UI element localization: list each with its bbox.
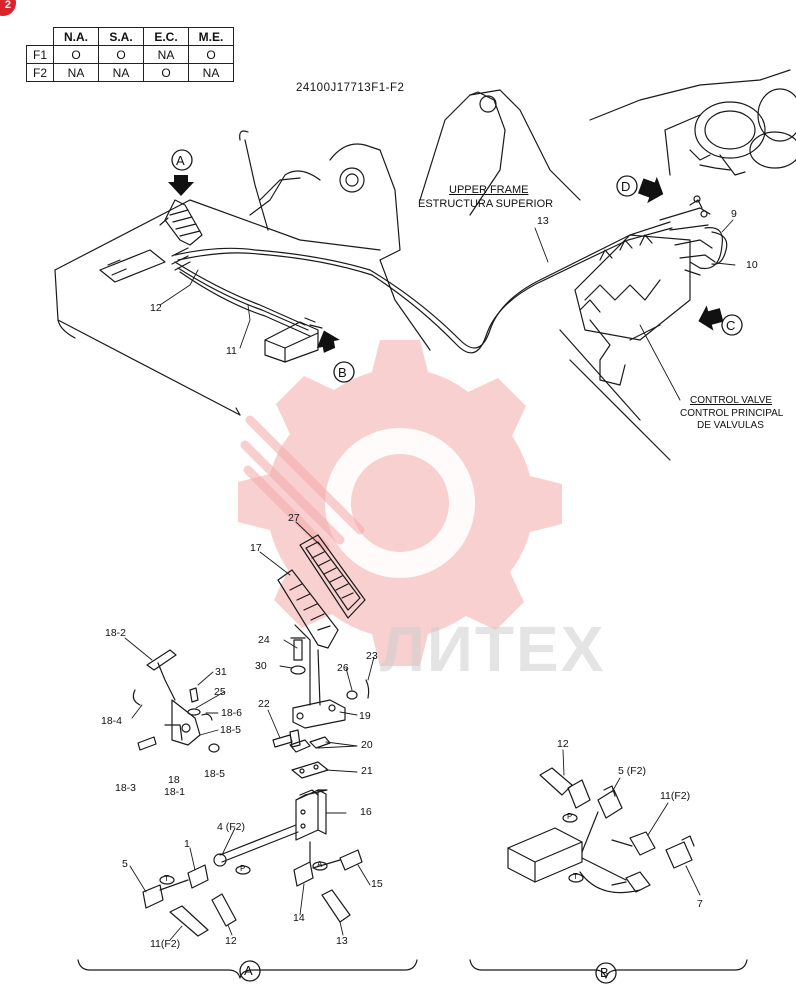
link-assembly-18 [132, 649, 220, 753]
control-valve-label-es-2: DE VALVULAS [697, 420, 764, 431]
section-label-b: B [600, 965, 609, 980]
engine-block [689, 88, 796, 176]
part-number: 12 [225, 935, 237, 947]
row-label: F1 [26, 45, 54, 64]
pedal-assembly [277, 534, 366, 706]
port-mark-t: T [164, 874, 169, 883]
part-number: 25 [214, 686, 226, 698]
part-number: 7 [697, 898, 703, 910]
part-number: 22 [258, 698, 270, 710]
port-mark-p: P [240, 864, 246, 873]
section-bracket-b [469, 959, 748, 979]
pedal-bracket-19 [292, 699, 346, 729]
callout-c: C [726, 318, 736, 333]
part-number: 31 [215, 666, 227, 678]
upper-frame-outline [54, 69, 791, 461]
part-number: 5 (F2) [618, 765, 647, 777]
part-number: 18-3 [115, 782, 137, 794]
part-number: 1 [184, 838, 190, 850]
table-row: F1 O O NA O [26, 45, 234, 64]
callout-d: D [621, 179, 631, 194]
leaders-a [124, 521, 375, 941]
watermark-stripes-icon [240, 415, 365, 552]
part-number: 12 [557, 738, 569, 750]
callout-circles [171, 149, 743, 984]
port-marks-b [562, 813, 584, 883]
part-number: 24 [258, 634, 270, 646]
pedal-overview [159, 199, 203, 246]
part-number: 18-4 [101, 715, 123, 727]
part-number: 12 [150, 302, 162, 314]
row-label: F2 [26, 63, 54, 82]
part-number: 11(F2) [150, 938, 181, 950]
applicability-table: N.A. S.A. E.C. M.E. F1 O O NA O F2 NA NA… [26, 27, 234, 82]
port-mark-a: A [317, 860, 323, 869]
part-number: 21 [361, 765, 373, 777]
part-number: 19 [359, 710, 371, 722]
callout-a: A [176, 153, 185, 168]
fittings-right [659, 195, 728, 276]
part-number: 18-6 [221, 707, 243, 719]
part-number: 27 [288, 512, 300, 524]
control-valve-label: CONTROL VALVE [690, 395, 773, 406]
drawing-code: 24100J17713F1-F2 [296, 82, 405, 94]
port-marks-a [159, 861, 328, 885]
table-cell: NA [143, 45, 189, 64]
part-number: 14 [293, 912, 305, 924]
part-number: 11(F2) [660, 790, 691, 802]
table-header: M.E. [188, 27, 234, 46]
part-number: 18-5 [220, 724, 242, 736]
pilot-hoses [171, 221, 673, 354]
page-badge: 2 [0, 0, 16, 16]
small-parts-a [272, 637, 370, 779]
callout-arrows [168, 175, 724, 353]
upper-frame-label: UPPER FRAME [449, 184, 529, 196]
part-number: 20 [361, 739, 373, 751]
callout-b: B [338, 365, 347, 380]
port-mark-t: T [573, 872, 578, 881]
part-number: 15 [371, 878, 383, 890]
watermark-gear-icon [238, 340, 562, 666]
section-label-a: A [244, 963, 253, 978]
part-number: 13 [336, 935, 348, 947]
table-header: E.C. [143, 27, 189, 46]
section-bracket-a [77, 959, 418, 979]
table-header: S.A. [98, 27, 144, 46]
part-number: 18-5 [204, 768, 226, 780]
part-number: 23 [366, 650, 378, 662]
detail-b-parts [507, 767, 695, 894]
part-number: 13 [537, 215, 549, 227]
watermark-text: ЛИТЕХ [380, 613, 606, 685]
part-number: 11 [226, 345, 237, 357]
part-number: 10 [746, 259, 758, 271]
part-number: 5 [122, 858, 128, 870]
valve-block-16 [295, 789, 328, 841]
hoses-a [169, 889, 351, 937]
part-number: 18-1 [164, 786, 186, 798]
leaders-b [562, 749, 701, 896]
overview-leaders [159, 219, 736, 401]
part-number: 17 [250, 542, 262, 554]
valve-block-overview [264, 317, 323, 363]
port-mark-p: P [567, 812, 573, 821]
tube-4 [213, 824, 299, 867]
part-number: 30 [255, 660, 267, 672]
table-row: F2 NA NA O NA [26, 63, 234, 82]
part-number: 26 [337, 662, 349, 674]
part-number: 18-2 [105, 627, 127, 639]
fittings-a [142, 841, 363, 909]
table-cell: NA [188, 63, 234, 82]
part-number: 16 [360, 806, 372, 818]
upper-frame-label-es: ESTRUCTURA SUPERIOR [418, 198, 554, 210]
part-number: 9 [731, 208, 737, 220]
part-number: 4 (F2) [217, 821, 246, 833]
table-cell: O [143, 63, 189, 82]
control-valve-label-es-1: CONTROL PRINCIPAL [680, 408, 784, 419]
part-number: 18 [168, 774, 180, 786]
